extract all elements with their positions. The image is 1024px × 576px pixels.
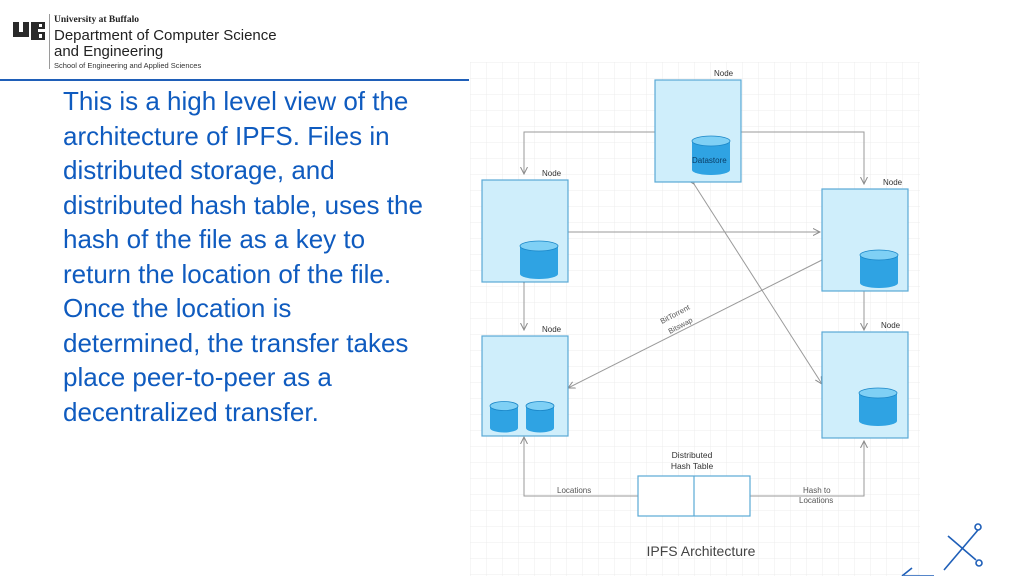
node-left-upper-label: Node xyxy=(542,169,562,178)
department-name-line1: Department of Computer Science xyxy=(54,27,277,44)
cylinder-icon xyxy=(858,387,898,426)
node-right-lower: Node xyxy=(821,321,909,439)
edge-top-to-left xyxy=(524,132,655,174)
datastore-label: Datastore xyxy=(692,156,727,165)
header: University at Buffalo Department of Comp… xyxy=(0,0,470,80)
node-left-lower: Node xyxy=(481,325,569,437)
dht-label-line2: Hash Table xyxy=(671,461,714,471)
node-top: Node Datastore xyxy=(654,69,742,183)
cylinder-icon xyxy=(519,240,559,279)
node-right-upper: Node xyxy=(821,178,909,292)
slide-body-text: This is a high level view of the archite… xyxy=(63,86,423,427)
diagram-caption: IPFS Architecture xyxy=(647,543,756,559)
datastore-cylinder-icon xyxy=(691,135,731,175)
node-top-label: Node xyxy=(714,69,734,78)
university-name: University at Buffalo xyxy=(54,15,139,25)
node-left-lower-label: Node xyxy=(542,325,562,334)
edge-dht-hash xyxy=(750,441,864,497)
node-left-upper: Node xyxy=(481,169,569,283)
diagram-canvas: Node Datastore Node Node xyxy=(470,62,920,576)
edge-top-to-bottomright xyxy=(694,184,822,384)
edge-label-hash-to-line2: Locations xyxy=(799,496,833,505)
department-name-line2: and Engineering xyxy=(54,43,164,60)
ipfs-architecture-diagram: Node Datastore Node Node xyxy=(470,62,920,576)
header-divider xyxy=(49,14,50,69)
cylinder-icon xyxy=(859,249,899,288)
decorative-network-icon xyxy=(901,523,983,576)
edge-label-locations: Locations xyxy=(557,486,591,495)
distributed-hash-table: Distributed Hash Table xyxy=(637,450,751,517)
edge-top-to-right xyxy=(741,132,864,184)
cylinder-icon xyxy=(489,401,519,433)
header-rule xyxy=(0,79,469,81)
dht-label-line1: Distributed xyxy=(672,450,713,460)
ub-logo-icon xyxy=(13,22,45,40)
edge-label-hash-to-line1: Hash to xyxy=(803,486,831,495)
cylinder-icon xyxy=(525,401,555,433)
node-right-lower-label: Node xyxy=(881,321,901,330)
node-right-upper-label: Node xyxy=(883,178,903,187)
edge-dht-locations xyxy=(524,437,638,497)
school-name: School of Engineering and Applied Scienc… xyxy=(54,61,202,70)
